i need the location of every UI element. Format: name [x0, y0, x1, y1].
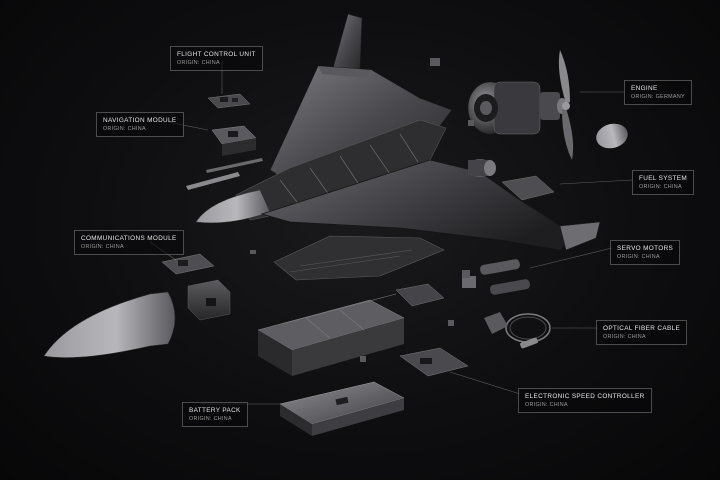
callout-name: ELECTRONIC SPEED CONTROLLER — [525, 393, 645, 400]
callout-origin: ORIGIN: GERMANY — [631, 94, 685, 100]
spinner-cone — [596, 123, 628, 149]
callout-name: FUEL SYSTEM — [639, 175, 688, 182]
callout-name: FLIGHT CONTROL UNIT — [177, 51, 256, 58]
callout-navigation-module: NAVIGATION MODULE ORIGIN: CHINA — [96, 112, 184, 137]
battery-pack — [279, 381, 405, 436]
callout-origin: ORIGIN: CHINA — [103, 126, 146, 132]
callout-servo-motors: SERVO MOTORS ORIGIN: CHINA — [610, 240, 681, 265]
callout-name: ENGINE — [631, 85, 658, 92]
pcb-small-2 — [501, 175, 555, 201]
callout-electronic-speed-controller: ELECTRONIC SPEED CONTROLLER ORIGIN: CHIN… — [518, 388, 652, 413]
callout-communications-module: COMMUNICATIONS MODULE ORIGIN: CHINA — [74, 230, 184, 255]
callout-battery-pack: BATTERY PACK ORIGIN: CHINA — [182, 402, 248, 427]
aileron — [559, 221, 601, 251]
callout-origin: ORIGIN: CHINA — [603, 334, 646, 340]
callout-name: OPTICAL FIBER CABLE — [603, 325, 681, 332]
callout-engine: ENGINE ORIGIN: GERMANY — [624, 80, 692, 105]
nose-cone — [43, 291, 176, 358]
fuel-tank — [468, 159, 496, 177]
callout-optical-fiber-cable: OPTICAL FIBER CABLE ORIGIN: CHINA — [596, 320, 688, 345]
tail-fin — [332, 13, 363, 71]
engine-assembly — [467, 81, 567, 135]
callout-origin: ORIGIN: CHINA — [639, 184, 682, 190]
navigation-module — [211, 125, 257, 156]
callout-origin: ORIGIN: CHINA — [189, 416, 232, 422]
battery-stack — [257, 293, 405, 376]
callout-origin: ORIGIN: CHINA — [617, 254, 660, 260]
fuselage-nose — [195, 189, 271, 224]
callout-flight-control-unit: FLIGHT CONTROL UNIT ORIGIN: CHINA — [170, 46, 263, 71]
propeller — [558, 50, 574, 160]
pcb-small — [395, 283, 445, 307]
fiber-coil — [505, 313, 551, 349]
callout-name: BATTERY PACK — [189, 407, 241, 414]
callout-origin: ORIGIN: CHINA — [81, 244, 124, 250]
flight-control-board — [207, 93, 251, 109]
callout-name: COMMUNICATIONS MODULE — [81, 235, 177, 242]
callout-name: NAVIGATION MODULE — [103, 117, 177, 124]
payload-box — [187, 279, 231, 321]
avionics-tray — [273, 235, 445, 281]
communications-board — [161, 253, 215, 275]
callout-origin: ORIGIN: CHINA — [177, 60, 220, 66]
callout-fuel-system: FUEL SYSTEM ORIGIN: CHINA — [632, 170, 695, 195]
servo-motors — [462, 259, 530, 295]
callout-name: SERVO MOTORS — [617, 245, 674, 252]
callout-origin: ORIGIN: CHINA — [525, 402, 568, 408]
fuselage-frame — [235, 119, 447, 221]
esc-board — [399, 347, 469, 377]
